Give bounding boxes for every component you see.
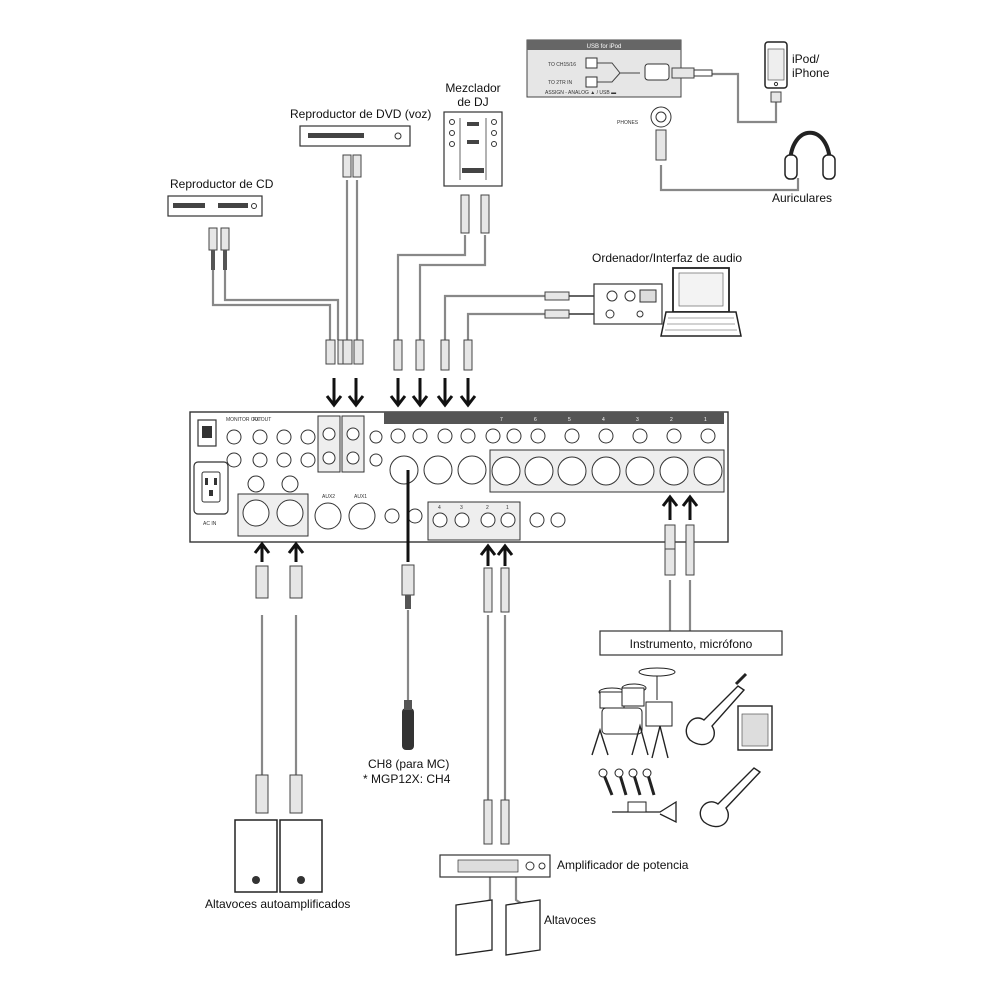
ch-number: 4 — [602, 417, 605, 423]
usb-to-2tr-port[interactable] — [585, 76, 598, 88]
ch-number: 2 — [670, 417, 673, 423]
usb-plug-icon — [671, 67, 695, 79]
electric-guitar-icon — [685, 672, 748, 746]
headphones-label: Auriculares — [772, 191, 832, 205]
jack-plugs-instrument-icon — [664, 524, 695, 576]
aux2-label: AUX2 — [322, 494, 335, 500]
input-jack-plugs-icon — [393, 339, 473, 371]
monitor-out-label: MONITOR OUT — [226, 417, 261, 423]
trumpet-icon — [612, 800, 677, 824]
ipod-label-line1: iPod/ — [792, 52, 820, 66]
audio-interface-icon — [593, 283, 663, 325]
usb-to-ch-label: TO CH15/16 — [548, 62, 576, 68]
instrument-mic-label: Instrumento, micrófono — [630, 637, 753, 651]
iphone-icon — [764, 41, 788, 103]
dvd-player-icon — [299, 125, 411, 147]
guitar-amp-icon — [737, 705, 773, 751]
phones-label: PHONES — [617, 120, 639, 126]
input-rca-plugs-icon — [325, 339, 364, 365]
mc-label-line1: CH8 (para MC) — [368, 757, 449, 771]
laptop-icon — [660, 267, 742, 337]
usb-panel: USB for iPod TO CH15/16 TO 2TR IN ASSIGN… — [526, 39, 713, 161]
dj-mixer-label-line1: Mezclador — [445, 81, 500, 95]
electric-guitar-2-icon — [699, 767, 762, 828]
power-amplifier-icon — [439, 854, 551, 878]
ch-number: 6 — [534, 417, 537, 423]
output-arrows — [253, 494, 699, 566]
ac-in-label: AC IN — [203, 521, 217, 527]
jack-plugs-group-out-icon — [483, 567, 510, 845]
powered-speakers-label: Altavoces autoamplificados — [205, 897, 350, 911]
usb-to-2tr-label: TO 2TR IN — [548, 80, 572, 86]
passive-speaker-icon — [455, 899, 541, 956]
ipod-label-line2: iPhone — [792, 66, 830, 80]
dvd-player-label: Reproductor de DVD (voz) — [290, 107, 431, 121]
ch-number: 3 — [636, 417, 639, 423]
group-number: 4 — [438, 505, 441, 511]
group-number: 1 — [506, 505, 509, 511]
xlr-plugs-stereo-out-icon — [255, 565, 303, 814]
dj-jack-plugs-icon — [460, 194, 490, 234]
ch-number: 1 — [704, 417, 707, 423]
mixer-console-icon: AC IN MONITOR OUT FX OUT AUX2 AUX1 — [189, 411, 729, 543]
usb-to-ch-port[interactable] — [585, 57, 598, 69]
usb-assign-label: ASSIGN - ANALOG ▲ / USB ▬ — [545, 90, 616, 96]
jack-plugs-computer-icon — [544, 291, 594, 319]
dvd-rca-plugs-icon — [342, 154, 362, 178]
input-arrows — [325, 378, 477, 408]
ch-number: 7 — [500, 417, 503, 423]
xlr-plug-mic-icon — [401, 564, 415, 609]
cd-rca-plugs-icon — [208, 227, 230, 270]
power-amp-label: Amplificador de potencia — [557, 858, 689, 872]
group-number: 2 — [486, 505, 489, 511]
cd-player-icon — [167, 195, 263, 217]
speaker-icon — [234, 819, 323, 893]
mc-label-line2: * MGP12X: CH4 — [363, 772, 451, 786]
microphones-icon — [598, 768, 656, 796]
aux1-label: AUX1 — [354, 494, 367, 500]
dj-mixer-icon — [443, 111, 503, 187]
cables — [211, 72, 800, 907]
headphones-icon — [784, 130, 836, 180]
computer-label: Ordenador/Interfaz de audio — [592, 251, 742, 265]
ch-number: 5 — [568, 417, 571, 423]
mixer-channel-numbers: 7 6 5 4 3 2 1 4 3 2 1 — [438, 417, 707, 511]
usb-panel-title: USB for iPod — [587, 44, 622, 50]
drum-kit-icon — [591, 667, 676, 759]
usb-port[interactable] — [644, 63, 670, 81]
instrument-mic-box — [599, 630, 783, 656]
group-number: 3 — [460, 505, 463, 511]
speakers-label: Altavoces — [544, 913, 596, 927]
microphone-icon — [402, 700, 414, 750]
cd-player-label: Reproductor de CD — [170, 177, 274, 191]
dj-mixer-label-line2: de DJ — [457, 95, 488, 109]
fx-out-label: FX OUT — [253, 417, 271, 423]
phones-plug-icon — [655, 129, 667, 161]
